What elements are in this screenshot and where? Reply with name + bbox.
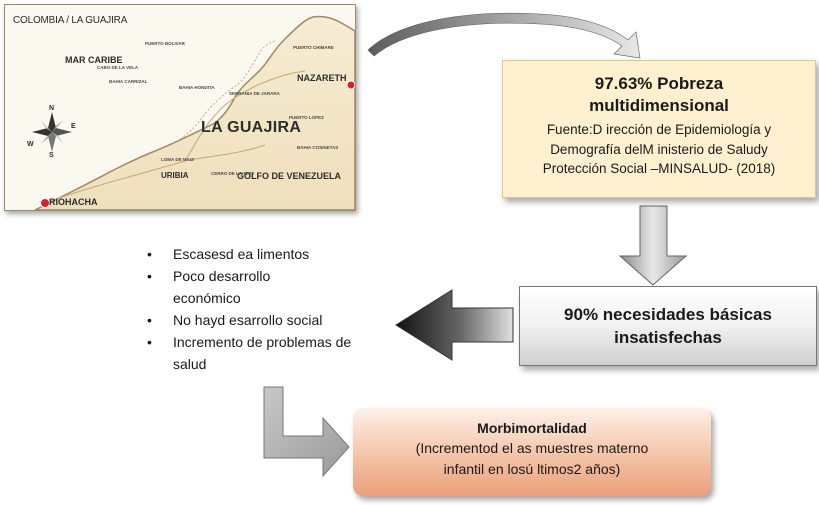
left-arrow bbox=[395, 289, 514, 361]
town-bahia-honda: BAHIA HONDITA bbox=[179, 85, 215, 90]
town-puerto-lopez: PUERTO LOPEZ bbox=[289, 115, 324, 120]
map-sea-label: MAR CARIBE bbox=[65, 55, 123, 65]
town-serrania: SERRANIA DE JARARA bbox=[229, 91, 280, 96]
town-puerto-chimare: PUERTO CHIMARE bbox=[293, 45, 334, 50]
curved-arrow bbox=[367, 12, 641, 59]
nbi-box: 90% necesidades básicas insatisfechas bbox=[519, 286, 817, 366]
la-guajira-map: COLOMBIA / LA GUAJIRA MAR CARIBE LA GUAJ… bbox=[4, 4, 356, 211]
map-region-label: LA GUAJIRA bbox=[201, 119, 302, 136]
compass-rose bbox=[32, 112, 72, 152]
compass-e: E bbox=[71, 123, 76, 130]
pobreza-source: Fuente:D irección de Epidemiología y Dem… bbox=[503, 120, 815, 179]
town-uribia: URIBIA bbox=[161, 171, 189, 180]
town-golfo: GOLFO DE VENEZUELA bbox=[237, 171, 342, 181]
nbi-line-2: insatisfechas bbox=[614, 328, 722, 347]
nbi-text: 90% necesidades básicas insatisfechas bbox=[564, 303, 772, 349]
down-arrow bbox=[618, 205, 688, 286]
elbow-arrow bbox=[263, 386, 350, 478]
compass-n: N bbox=[49, 105, 55, 112]
list-item: Escasesd ea limentos bbox=[145, 243, 375, 265]
morbimortalidad-box: Morbimortalidad (Incrementod el as muest… bbox=[353, 408, 711, 496]
compass-w: W bbox=[27, 141, 34, 148]
town-puerto-bolivar: PUERTO BOLIVAR bbox=[145, 41, 185, 46]
riohacha-dot bbox=[40, 198, 50, 208]
pobreza-headline: 97.63% Pobreza multidimensional bbox=[589, 74, 729, 115]
morbi-line-1: (Incrementod el as muestres materno bbox=[415, 440, 649, 456]
town-cerro: CERRO DE LA TETA bbox=[211, 171, 255, 176]
list-item: Poco desarrollo económico bbox=[145, 265, 323, 309]
map-title: COLOMBIA / LA GUAJIRA bbox=[13, 15, 128, 26]
list-item: Incremento de problemas de salud bbox=[145, 331, 363, 375]
town-loma-maiz: LOMA DE MAIZ bbox=[161, 157, 194, 162]
land-shape bbox=[34, 15, 355, 210]
pobreza-box: 97.63% Pobreza multidimensional Fuente:D… bbox=[502, 60, 816, 198]
nazareth-dot bbox=[346, 80, 355, 90]
town-nazareth: NAZARETH bbox=[297, 73, 347, 83]
town-cabo-vela: CABO DE LA VELA bbox=[97, 65, 139, 70]
morbi-title: Morbimortalidad bbox=[477, 420, 587, 436]
pobreza-source-line-1: Fuente:D irección de Epidemiología y bbox=[546, 122, 772, 137]
compass-s: S bbox=[49, 152, 54, 159]
road-lines bbox=[44, 70, 306, 204]
town-bahia-cosinetas: BAHIA COSINETAS bbox=[297, 145, 339, 150]
town-riohacha: RIOHACHA bbox=[49, 197, 98, 207]
consequences-list: Escasesd ea limentos Poco desarrollo eco… bbox=[145, 243, 375, 375]
nbi-line-1: 90% necesidades básicas bbox=[564, 305, 772, 324]
town-bahia-carrizal: BAHIA CARRIZAL bbox=[109, 79, 148, 84]
morbi-line-2: infantil en losú ltimos2 años) bbox=[443, 461, 621, 477]
list-item: No hayd esarrollo social bbox=[145, 309, 375, 331]
upper-land bbox=[154, 40, 276, 152]
pobreza-source-line-3: Protección Social –MINSALUD- (2018) bbox=[542, 161, 776, 176]
map-drawing bbox=[32, 15, 355, 210]
pobreza-source-line-2: Demografía delM inisterio de Saludy bbox=[550, 141, 768, 157]
